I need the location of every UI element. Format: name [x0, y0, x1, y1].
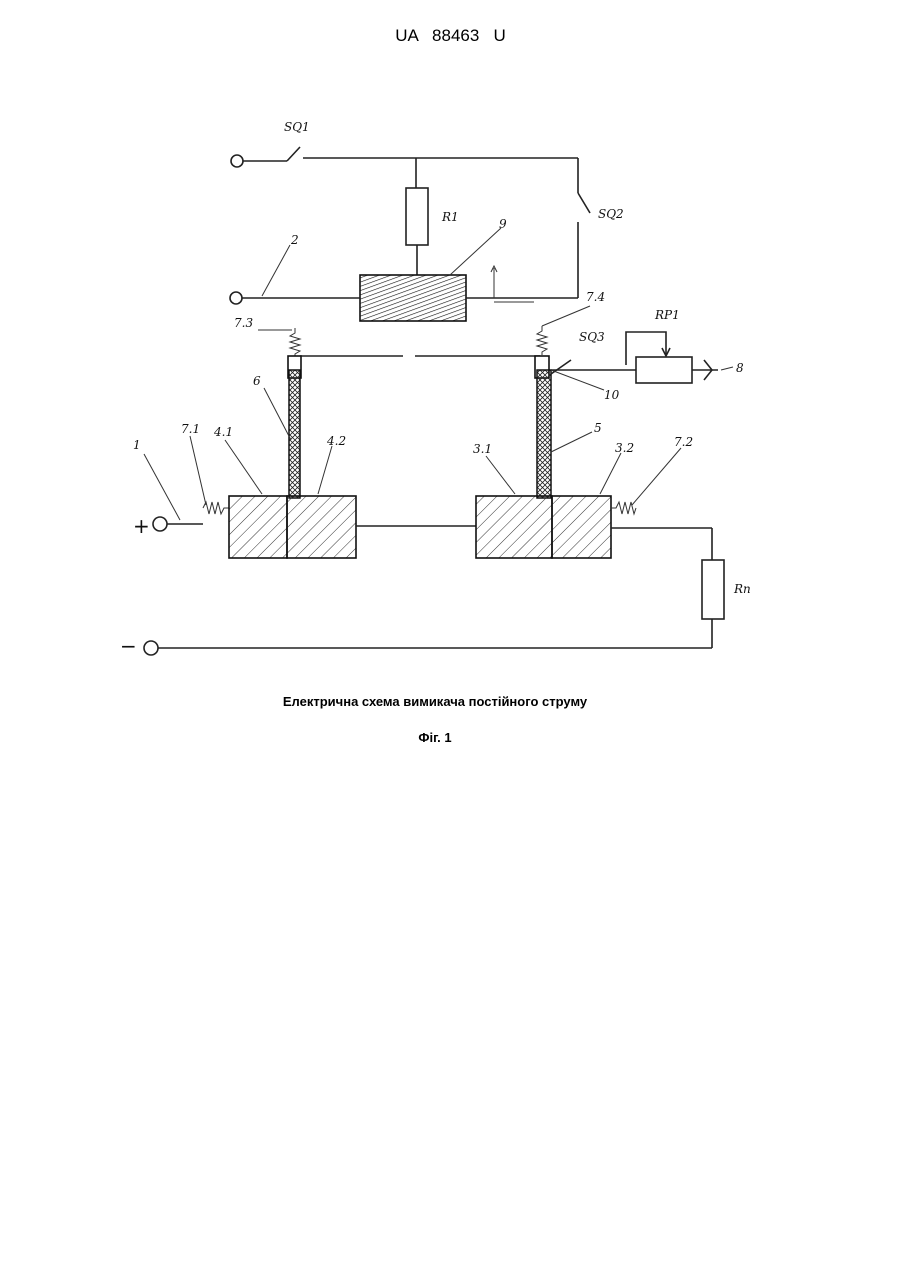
switch-sq2	[578, 193, 590, 213]
switch-sq3	[551, 360, 571, 374]
label-7-3: 7.3	[234, 316, 253, 330]
rod-6	[289, 370, 300, 498]
label-10: 10	[604, 388, 620, 402]
component-labels: SQ1 SQ2 SQ3 R1 RP1 Rn 9 2 7.3 7.4 8 10 6…	[120, 120, 751, 658]
label-r1: R1	[441, 210, 459, 224]
label-6: 6	[253, 374, 261, 388]
label-3-1: 3.1	[473, 442, 492, 456]
resistor-rn	[702, 560, 724, 619]
axis-mark	[491, 266, 534, 302]
label-plus: +	[133, 514, 150, 538]
rod-5	[537, 370, 551, 498]
spring-7-1	[203, 502, 229, 514]
label-minus: −	[120, 634, 137, 658]
label-9: 9	[499, 217, 507, 231]
potentiometer-rp1	[551, 332, 718, 383]
contact-bridge	[288, 326, 571, 498]
spring-7-4	[537, 326, 547, 355]
contact-block-3-1	[476, 496, 552, 558]
contact-block-4-2	[287, 496, 356, 558]
label-5: 5	[594, 421, 602, 435]
label-7-4: 7.4	[586, 290, 605, 304]
label-4-1: 4.1	[213, 425, 233, 439]
resistor-r1	[406, 188, 428, 245]
control-circuit	[230, 147, 590, 321]
figure-number: Фіг. 1	[0, 730, 870, 745]
label-2: 2	[290, 233, 299, 247]
contact-block-3-2	[552, 496, 611, 558]
label-7-2: 7.2	[674, 435, 693, 449]
spring-7-2	[611, 502, 636, 514]
label-sq1: SQ1	[284, 120, 310, 134]
terminal-plus	[153, 517, 167, 531]
label-1: 1	[133, 438, 141, 452]
terminal-minus	[144, 641, 158, 655]
figure-caption: Електрична схема вимикача постійного стр…	[0, 694, 870, 709]
label-rn: Rn	[733, 582, 751, 596]
contact-block-4-1	[229, 496, 287, 558]
label-sq3: SQ3	[579, 330, 605, 344]
spring-7-3	[290, 328, 300, 356]
label-rp1: RP1	[654, 308, 680, 322]
label-sq2: SQ2	[598, 207, 624, 221]
terminal-sq1	[231, 155, 243, 167]
leader-lines	[144, 228, 733, 520]
switch-sq1	[287, 147, 300, 161]
power-circuit	[144, 496, 724, 655]
coil-9	[360, 275, 466, 321]
label-8: 8	[736, 361, 744, 375]
label-3-2: 3.2	[615, 441, 634, 455]
terminal-2	[230, 292, 242, 304]
label-7-1: 7.1	[181, 422, 200, 436]
label-4-2: 4.2	[326, 434, 346, 448]
